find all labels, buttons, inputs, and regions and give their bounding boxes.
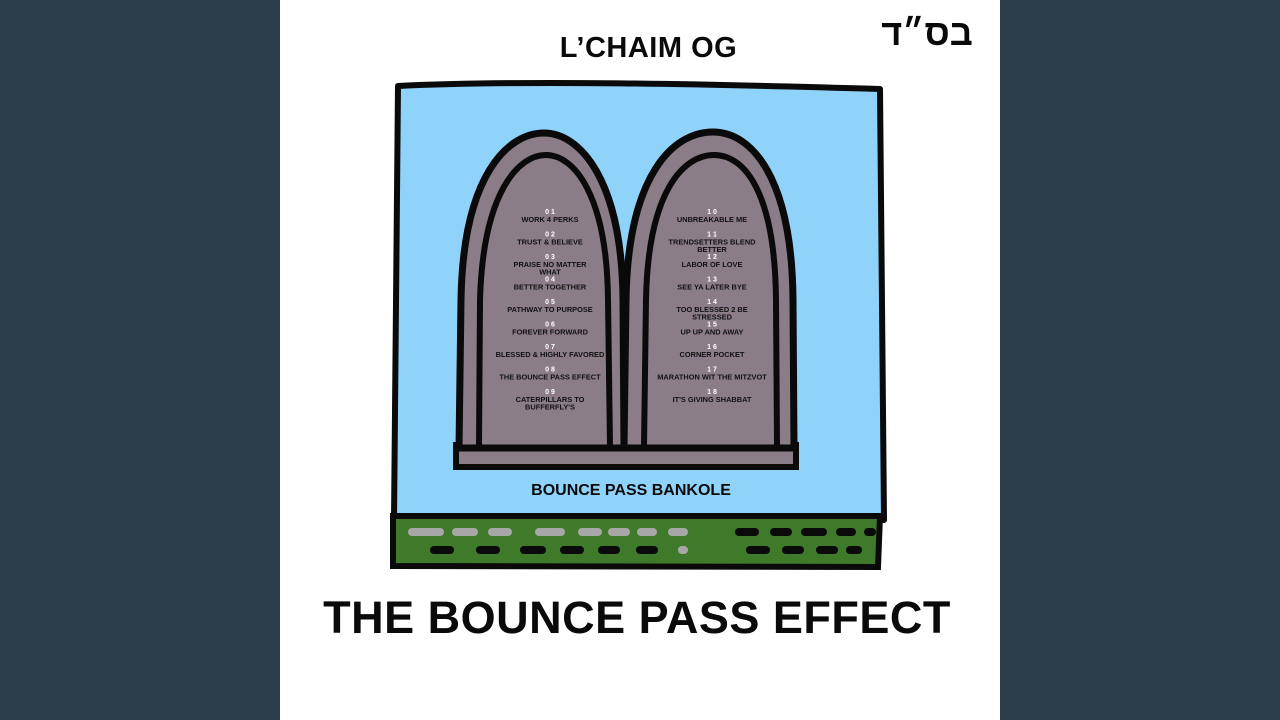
track-title: WHAT [539,268,561,277]
tablet-right [620,128,798,452]
grass-stones [408,528,876,554]
track-number: 0 8 [545,367,555,374]
track-number: 0 9 [545,389,555,396]
cover-subtitle: BOUNCE PASS BANKOLE [531,482,731,499]
track-number: 1 6 [707,344,717,351]
track-number: 1 7 [707,367,717,374]
track-title: THE BOUNCE PASS EFFECT [499,373,601,382]
grass-stone [864,528,876,536]
track-title: PRAISE NO MATTER [514,260,588,269]
track-title: CATERPILLARS TO [516,395,585,404]
track-number: 1 4 [707,299,717,306]
grass-stone [598,546,620,554]
grass-stone [735,528,759,536]
track-title: TOO BLESSED 2 BE [676,305,747,314]
track-number: 1 5 [707,322,717,329]
track-title: IT'S GIVING SHABBAT [673,395,752,404]
grass-stone [746,546,770,554]
artist-name: L’CHAIM OG [559,32,738,64]
track-number: 0 4 [545,277,555,284]
track-title: BETTER TOGETHER [514,283,587,292]
track-title: UNBREAKABLE ME [677,215,747,224]
grass-stone [608,528,630,536]
grass-stone [846,546,862,554]
grass-stone [408,528,444,536]
grass-stone [560,546,584,554]
track-number: 0 5 [545,299,555,306]
grass-stone [816,546,838,554]
grass-stone [836,528,856,536]
grass-stone [488,528,512,536]
grass-stone [801,528,827,536]
grass-stone [782,546,804,554]
grass-stone [476,546,500,554]
track-title: STRESSED [692,313,732,322]
track-title: FOREVER FORWARD [512,328,588,337]
track-title: SEE YA LATER BYE [677,283,746,292]
track-title: LABOR OF LOVE [682,260,743,269]
track-title: CORNER POCKET [680,350,745,359]
grass-stone [578,528,602,536]
track-number: 0 6 [545,322,555,329]
track-number: 0 1 [545,209,555,216]
track-number: 1 3 [707,277,717,284]
track-number: 1 8 [707,389,717,396]
track-number: 1 0 [707,209,717,216]
track-number: 0 3 [545,254,555,261]
grass-strip [390,513,884,571]
track-number: 0 2 [545,232,555,239]
track-title: TRUST & BELIEVE [517,238,583,247]
track-title: MARATHON WIT THE MITZVOT [657,373,767,382]
grass-stone [668,528,688,536]
tablet-right-inner [641,151,780,447]
hebrew-heading: בס״ד [881,12,973,53]
grass-stone [678,546,688,554]
track-number: 1 2 [707,254,717,261]
track-title: TRENDSETTERS BLEND [668,238,756,247]
grass-stone [770,528,792,536]
grass-stone [636,546,658,554]
track-title: BETTER [697,245,727,254]
album-title: THE BOUNCE PASS EFFECT [323,592,951,643]
track-title: UP UP AND AWAY [681,328,744,337]
grass-stone [520,546,546,554]
grass-stone [452,528,478,536]
track-title: BLESSED & HIGHLY FAVORED [496,350,605,359]
track-title: WORK 4 PERKS [521,215,578,224]
track-number: 0 7 [545,344,555,351]
tablet-left-inner [476,151,613,447]
track-title: BUFFERFLY'S [525,403,575,412]
track-number: 1 1 [707,232,717,239]
grass-stone [430,546,454,554]
grass-stone [535,528,565,536]
track-title: PATHWAY TO PURPOSE [507,305,592,314]
grass-stone [637,528,657,536]
tablet-left [455,129,628,452]
